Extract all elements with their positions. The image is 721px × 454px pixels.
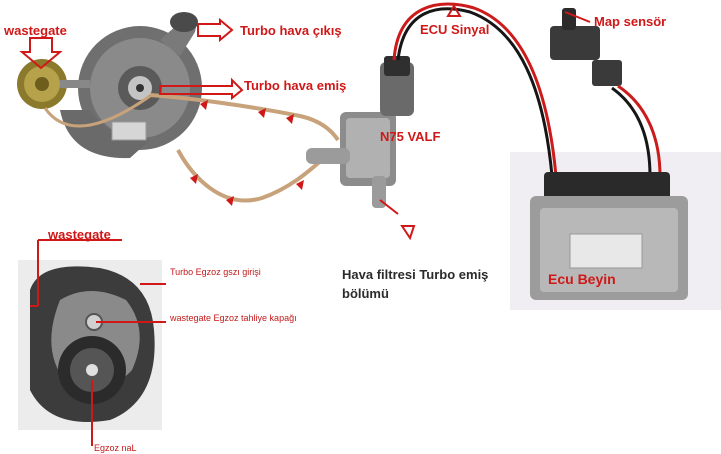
wastegate-down-arrow bbox=[19, 37, 63, 70]
n75-valve-illustration bbox=[306, 56, 414, 208]
ecu-signal-wire-red bbox=[392, 2, 558, 177]
turbo-air-in-arrow bbox=[159, 77, 244, 101]
map-sensor-pointer bbox=[564, 11, 591, 23]
ecu-signal-arrow bbox=[446, 4, 462, 17]
ecu-signal-wire-black bbox=[396, 7, 554, 177]
turbo-exhaust-inlet-label: Turbo Egzoz gszı girişi bbox=[170, 267, 261, 277]
map-sensor-label: Map sensör bbox=[594, 14, 667, 29]
turbo-air-out-label: Turbo hava çıkış bbox=[240, 23, 342, 38]
air-filter-arrow bbox=[400, 225, 416, 241]
air-filter-label-line2: bölümü bbox=[342, 286, 389, 301]
wastegate-hose bbox=[176, 149, 326, 203]
exhaust-pipe-label: Egzoz naL bbox=[94, 443, 137, 453]
wastegate-exhaust-cover-label: wastegate Egzoz tahliye kapağı bbox=[170, 313, 297, 323]
ecu-brain-label: Ecu Beyin bbox=[548, 271, 616, 287]
n75-valve-label: N75 VALF bbox=[380, 129, 441, 144]
turbo-air-out-arrow bbox=[197, 17, 234, 43]
flow-arrows bbox=[190, 100, 304, 206]
turbo-air-in-label: Turbo hava emiş bbox=[244, 78, 347, 93]
wastegate-top-label: wastegate bbox=[4, 23, 67, 38]
map-sensor-illustration bbox=[550, 8, 622, 86]
air-filter-label-line1: Hava filtresi Turbo emiş bbox=[342, 267, 489, 282]
boost-hose bbox=[149, 93, 340, 142]
turbine-housing-photo bbox=[18, 260, 162, 430]
ecu-signal-label: ECU Sinyal bbox=[420, 22, 490, 37]
annotation-lines bbox=[30, 239, 166, 446]
wastegate-mid-label: wastegate bbox=[48, 227, 111, 242]
ecu-unit-illustration bbox=[530, 172, 688, 300]
